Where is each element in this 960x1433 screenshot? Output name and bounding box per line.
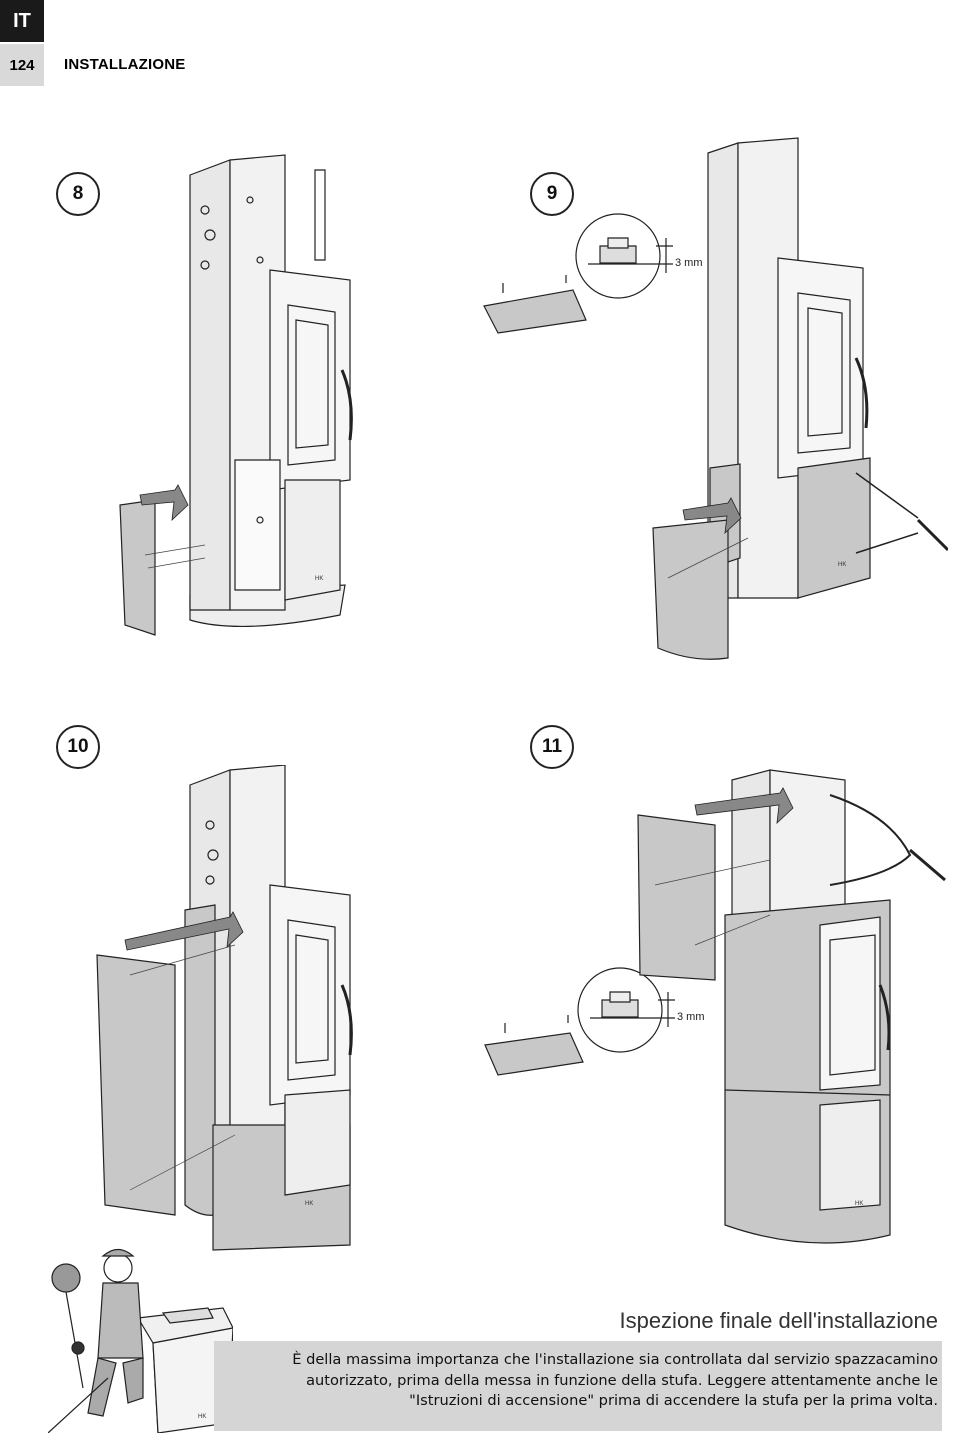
- figure-step-8: HK: [119, 154, 353, 636]
- figure-step-11: 3 mm HK: [484, 769, 946, 1244]
- section-title: INSTALLAZIONE: [64, 56, 186, 73]
- figure-step-10: HK: [96, 765, 353, 1251]
- inspection-highlight-box: [214, 1341, 942, 1431]
- inspection-text: È della massima importanza che l'install…: [292, 1351, 938, 1409]
- language-tab: IT: [0, 0, 44, 42]
- step-9-measure: 3 mm: [675, 257, 703, 269]
- inspection-title: Ispezione finale dell'installazione: [619, 1308, 938, 1333]
- step-11-measure: 3 mm: [677, 1011, 705, 1023]
- hk-mark: HK: [198, 1414, 206, 1420]
- step-11-number: 11: [530, 725, 574, 769]
- figure-step-9: 3 mm HK: [483, 137, 948, 660]
- hk-mark: HK: [315, 576, 323, 582]
- hk-mark: HK: [305, 1201, 313, 1207]
- chimney-sweep-illustration: HK: [48, 1248, 233, 1433]
- step-8-number: 8: [56, 172, 100, 216]
- hk-mark: HK: [855, 1201, 863, 1207]
- step-10-number: 10: [56, 725, 100, 769]
- step-9-number: 9: [530, 172, 574, 216]
- page-number: 124: [0, 44, 44, 86]
- hk-mark: HK: [838, 562, 846, 568]
